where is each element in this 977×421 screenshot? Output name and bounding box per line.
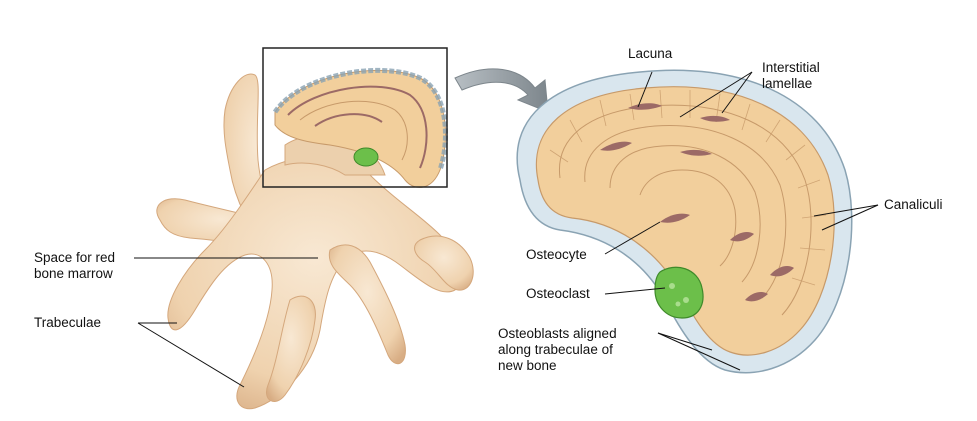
lacunae — [600, 103, 794, 302]
trabecula-arm-right-tip — [414, 235, 474, 291]
label-osteocyte: Osteocyte — [526, 247, 587, 262]
enlarged-bone-section — [516, 69, 853, 374]
label-trabeculae: Trabeculae — [34, 315, 102, 330]
trabecula-body-main — [167, 156, 463, 410]
trabecula-arm-right — [328, 244, 406, 365]
leader-osteoclast — [604, 287, 666, 295]
spongy-bone-network — [156, 73, 474, 410]
magnify-arrow — [454, 68, 549, 113]
label-osteoblasts: Osteoblasts aligned along trabeculae of … — [498, 326, 617, 373]
osteoclast-cell — [654, 266, 704, 319]
leader-canaliculi-2 — [821, 204, 879, 231]
inset-bone-section — [272, 67, 448, 188]
leader-osteoblasts-1 — [657, 332, 713, 351]
leader-trabeculae-2 — [137, 322, 245, 388]
inset-osteoclast — [353, 147, 379, 167]
leader-lacuna — [637, 71, 653, 108]
label-osteoclast: Osteoclast — [526, 286, 590, 301]
label-lacuna: Lacuna — [628, 46, 673, 61]
trabecula-arm-lower-right — [266, 295, 316, 402]
label-canaliculi: Canaliculi — [884, 197, 943, 212]
label-interstitial-lamellae: Interstitial lamellae — [762, 60, 820, 91]
leader-lines — [134, 71, 879, 388]
label-space-for-red-bone-marrow: Space for red bone marrow — [34, 250, 116, 281]
leader-osteocyte — [604, 221, 661, 255]
leader-interstitial-2 — [721, 71, 753, 114]
leader-osteoblasts-2 — [657, 332, 741, 371]
leader-interstitial-1 — [679, 71, 753, 118]
inset-box — [262, 47, 448, 188]
leader-canaliculi-1 — [813, 204, 879, 217]
canaliculi-lines — [549, 89, 827, 286]
